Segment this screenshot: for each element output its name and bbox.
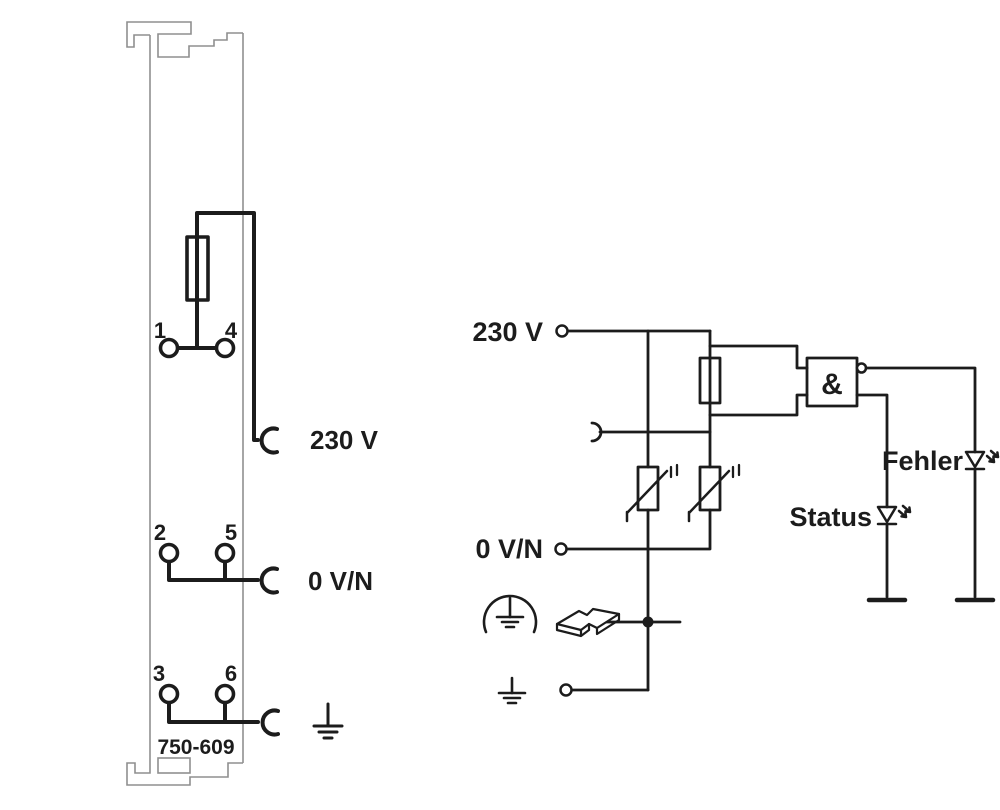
terminal-1-number: 1 [154, 318, 166, 343]
terminal-5-number: 5 [225, 520, 237, 545]
and-gate [805, 356, 859, 408]
wire-gate-input-bottom [708, 393, 809, 417]
wire-0vn [565, 508, 712, 551]
power-contact-0vn [259, 566, 279, 595]
module-latch-tab [157, 757, 191, 774]
din-rail-symbol [555, 607, 621, 638]
terminal-3-number: 3 [153, 661, 165, 686]
module-part-number: 750-609 [157, 736, 234, 759]
module-label-230v: 230 V [310, 425, 379, 455]
terminal-4-contact [214, 337, 236, 359]
module-bottom-profile [126, 758, 243, 786]
input-terminal-230v [555, 324, 569, 338]
varistor-symbol-2 [687, 463, 741, 523]
fuse-symbol [185, 235, 210, 302]
wire-status-led [855, 393, 889, 599]
terminal-6-contact [214, 683, 236, 705]
terminal-1-contact [158, 337, 180, 359]
wire-gate-input-top [708, 344, 809, 370]
fehler-led-symbol [964, 449, 1000, 471]
earth-ground-symbol-module [312, 702, 344, 740]
terminal-bar-3-6 [167, 701, 260, 724]
module-internal-circuit [158, 211, 344, 740]
junction-dot [642, 616, 654, 628]
schematic-wiring [482, 324, 1000, 705]
terminal-2-number: 2 [154, 520, 166, 545]
status-led-symbol [876, 504, 912, 526]
and-gate-label: & [821, 368, 843, 401]
module-top-profile [126, 21, 243, 58]
varistor-symbol-1 [625, 463, 679, 523]
terminal-bar-2-5 [167, 560, 260, 582]
wire-fehler-led [864, 366, 977, 599]
earth-terminal [559, 683, 573, 697]
status-led-label: Status [789, 502, 872, 532]
fuse-symbol-schematic [698, 356, 722, 405]
module-housing-outline [126, 21, 244, 786]
protective-earth-housing-symbol [482, 594, 538, 634]
power-contact-earth [260, 708, 280, 737]
schematic-label-230v: 230 V [472, 317, 543, 347]
earth-ground-symbol-schematic [497, 676, 527, 705]
fehler-led-label: Fehler [882, 446, 964, 476]
terminal-3-contact [158, 683, 180, 705]
module-label-0vn: 0 V/N [308, 566, 373, 596]
terminal-5-contact [214, 542, 236, 564]
input-terminal-0vn [554, 542, 568, 556]
module-fuse-wire [195, 211, 260, 442]
terminal-6-number: 6 [225, 661, 237, 686]
power-contact-230v [259, 426, 279, 455]
schematic-label-0vn: 0 V/N [475, 534, 543, 564]
terminal-2-contact [158, 542, 180, 564]
terminal-4-number: 4 [225, 318, 238, 343]
